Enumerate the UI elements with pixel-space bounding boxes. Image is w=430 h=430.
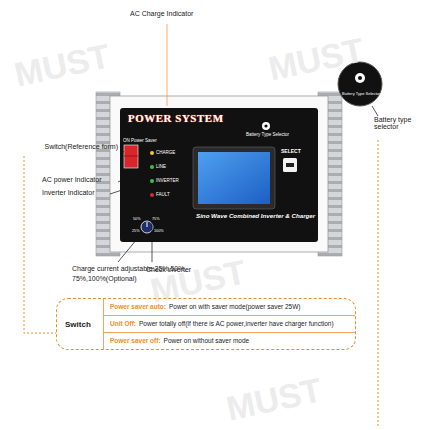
watermark: MUST — [223, 370, 325, 428]
mode-name: Power saver auto: — [110, 303, 166, 310]
callout-label: AC Charge Indicator — [130, 10, 193, 17]
callout-label: Switch(Reference form) — [14, 143, 118, 150]
knob-mark: 100% — [154, 229, 164, 233]
callout-label: Check inverter — [146, 266, 191, 273]
zoom-text: Battery Type Selector — [342, 91, 380, 96]
led-label: CHARGE — [156, 150, 175, 155]
callout-label: Battery type selector — [374, 116, 426, 130]
led-label: LINE — [156, 164, 166, 169]
led-label: INVERTER — [156, 178, 179, 183]
panel-text: ON Power Saver — [123, 138, 157, 143]
panel-subtitle: Sino Wave Combined Inverter & Charger — [196, 212, 315, 219]
front-panel — [120, 108, 318, 242]
charge-led — [150, 151, 154, 155]
fault-led — [150, 193, 154, 197]
table-row: Power saver auto:Power on with saver mod… — [103, 299, 355, 316]
knob-mark: 75% — [152, 217, 160, 221]
selector-icon — [262, 122, 270, 130]
table-heading: Switch — [65, 320, 91, 329]
mode-name: Unit Off: — [110, 320, 136, 327]
knob-mark: 50% — [133, 217, 141, 221]
mode-description: Power on with saver mode(power saver 25W… — [169, 303, 301, 310]
switch-table: Switch Power saver auto:Power on with sav… — [56, 298, 356, 350]
housing — [110, 96, 328, 252]
knob-mark: 25% — [132, 229, 140, 233]
panel-title: POWER SYSTEM — [128, 112, 224, 124]
panel-text: SELECT — [281, 148, 301, 154]
current-knob — [141, 221, 153, 233]
lcd-screen — [198, 152, 270, 204]
dotted-guides — [24, 140, 378, 428]
mode-description: Power on without saver mode — [164, 337, 250, 344]
panel-text: Battery Type Selector — [246, 132, 289, 137]
inverter-led — [150, 179, 154, 183]
watermark: MUST — [11, 36, 113, 94]
table-row: Unit Off:Power totally off(If there is A… — [103, 316, 355, 333]
power-switch — [124, 145, 138, 168]
callout-label: Inverter Indicator — [42, 189, 95, 196]
mode-description: Power totally off(If there is AC power,i… — [139, 320, 334, 327]
mode-name: Power saver off: — [110, 337, 161, 344]
watermark: MUST — [147, 252, 249, 310]
led-label: FAULT — [156, 192, 170, 197]
leader-lines — [110, 24, 378, 262]
table-row: Power saver off:Power on without saver m… — [103, 333, 355, 349]
callout-label: AC power Indicator — [42, 176, 102, 183]
select-button — [283, 158, 297, 172]
line-led — [150, 165, 154, 169]
display-frame — [193, 147, 275, 209]
